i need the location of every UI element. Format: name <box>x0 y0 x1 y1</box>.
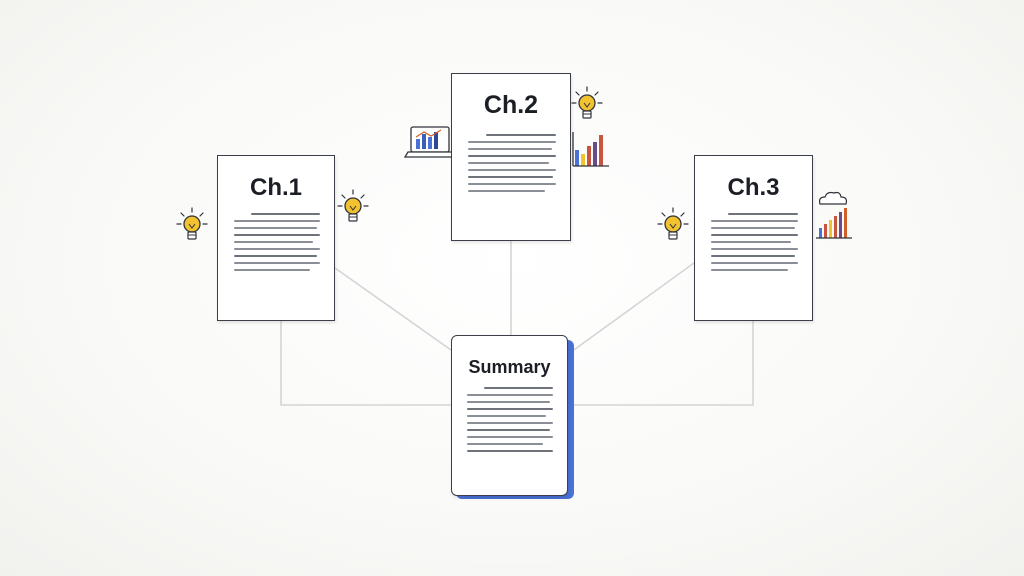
text-line <box>467 401 550 403</box>
lightbulb-icon <box>657 207 689 240</box>
text-line <box>711 241 792 243</box>
text-lines <box>468 134 556 197</box>
text-line <box>468 155 556 157</box>
text-line <box>728 213 798 215</box>
text-line <box>711 220 798 222</box>
text-line <box>234 262 320 264</box>
document-summary: Summary <box>451 335 568 496</box>
text-lines <box>234 213 320 276</box>
text-line <box>234 220 320 222</box>
text-line <box>711 234 798 236</box>
text-line <box>711 248 798 250</box>
text-line <box>468 148 553 150</box>
laptop-chart-icon <box>403 126 457 158</box>
text-line <box>467 436 553 438</box>
lightbulb-icon <box>176 207 208 240</box>
text-line <box>234 255 318 257</box>
text-line <box>468 141 556 143</box>
text-lines <box>711 213 798 276</box>
connector-ch1-summary <box>334 267 452 351</box>
text-line <box>234 241 314 243</box>
lightbulb-icon <box>571 86 603 119</box>
doc-title-ch3: Ch.3 <box>727 174 780 201</box>
connector-lines <box>280 241 754 406</box>
doc-title-ch2: Ch.2 <box>483 91 539 119</box>
text-line <box>467 394 553 396</box>
text-line <box>467 408 553 410</box>
text-line <box>711 269 788 271</box>
document-ch1: Ch.1 <box>217 155 335 321</box>
text-line <box>467 429 551 431</box>
connector-ch3-summary <box>570 262 695 353</box>
text-line <box>468 183 556 185</box>
text-line <box>251 213 320 215</box>
text-line <box>467 450 553 452</box>
connector-bracket-left <box>280 321 451 406</box>
text-line <box>467 422 553 424</box>
text-line <box>484 387 553 389</box>
bar-chart-icon <box>572 132 609 167</box>
text-line <box>468 162 549 164</box>
text-line <box>467 415 547 417</box>
text-line <box>234 227 317 229</box>
document-ch3: Ch.3 <box>694 155 813 321</box>
text-line <box>711 255 796 257</box>
cloud-bar-chart-icon <box>816 191 852 239</box>
text-line <box>468 169 556 171</box>
text-lines <box>467 387 553 457</box>
doc-title-summary: Summary <box>468 357 551 377</box>
text-line <box>468 190 546 192</box>
document-ch2: Ch.2 <box>451 73 571 241</box>
connector-bracket-right <box>573 321 754 406</box>
text-line <box>485 134 556 136</box>
lightbulb-icon <box>337 189 369 222</box>
text-line <box>467 443 543 445</box>
text-line <box>234 269 310 271</box>
doc-title-ch1: Ch.1 <box>249 174 302 201</box>
text-line <box>711 262 798 264</box>
text-line <box>711 227 795 229</box>
text-line <box>234 234 320 236</box>
text-line <box>234 248 320 250</box>
text-line <box>468 176 554 178</box>
